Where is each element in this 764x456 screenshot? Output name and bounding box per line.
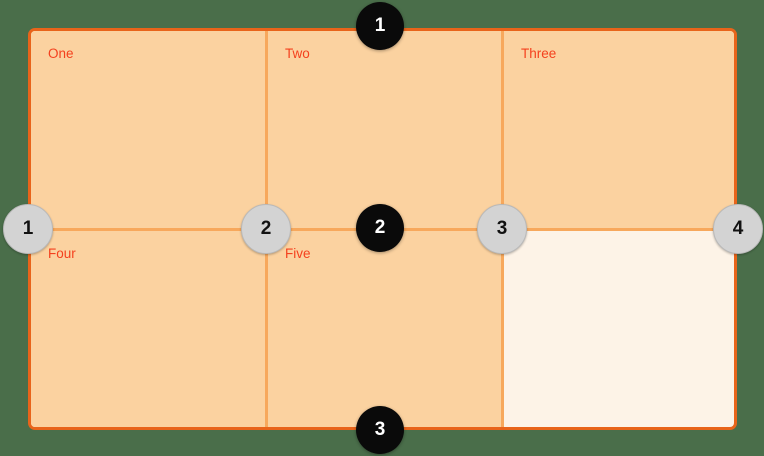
- column-handle-1[interactable]: 1: [3, 204, 53, 254]
- row-handle-1[interactable]: 1: [356, 2, 404, 50]
- cell-label-two: Two: [285, 46, 310, 61]
- column-handle-2[interactable]: 2: [241, 204, 291, 254]
- column-handle-1-label: 1: [22, 218, 34, 239]
- column-handle-4[interactable]: 4: [713, 204, 763, 254]
- grid-cell-four[interactable]: Four: [31, 231, 265, 427]
- column-handle-3-label: 3: [496, 218, 508, 239]
- row-handle-3-label: 3: [374, 419, 386, 440]
- row-handle-1-label: 1: [374, 15, 386, 36]
- column-handle-2-label: 2: [260, 218, 272, 239]
- cell-label-four: Four: [48, 246, 76, 261]
- row-handle-2-label: 2: [374, 217, 386, 238]
- grid-cell-three[interactable]: Three: [504, 31, 734, 228]
- grid-cell-one[interactable]: One: [31, 31, 265, 228]
- cell-label-three: Three: [521, 46, 557, 61]
- grid-cell-two[interactable]: Two: [268, 31, 501, 228]
- row-handle-3[interactable]: 3: [356, 406, 404, 454]
- grid-cell-empty[interactable]: [504, 231, 734, 427]
- grid-container: One Two Three Four Five: [28, 28, 737, 430]
- column-handle-3[interactable]: 3: [477, 204, 527, 254]
- grid-cell-five[interactable]: Five: [268, 231, 501, 427]
- cell-label-five: Five: [285, 246, 311, 261]
- cell-label-one: One: [48, 46, 74, 61]
- column-handle-4-label: 4: [732, 218, 744, 239]
- row-handle-2[interactable]: 2: [356, 204, 404, 252]
